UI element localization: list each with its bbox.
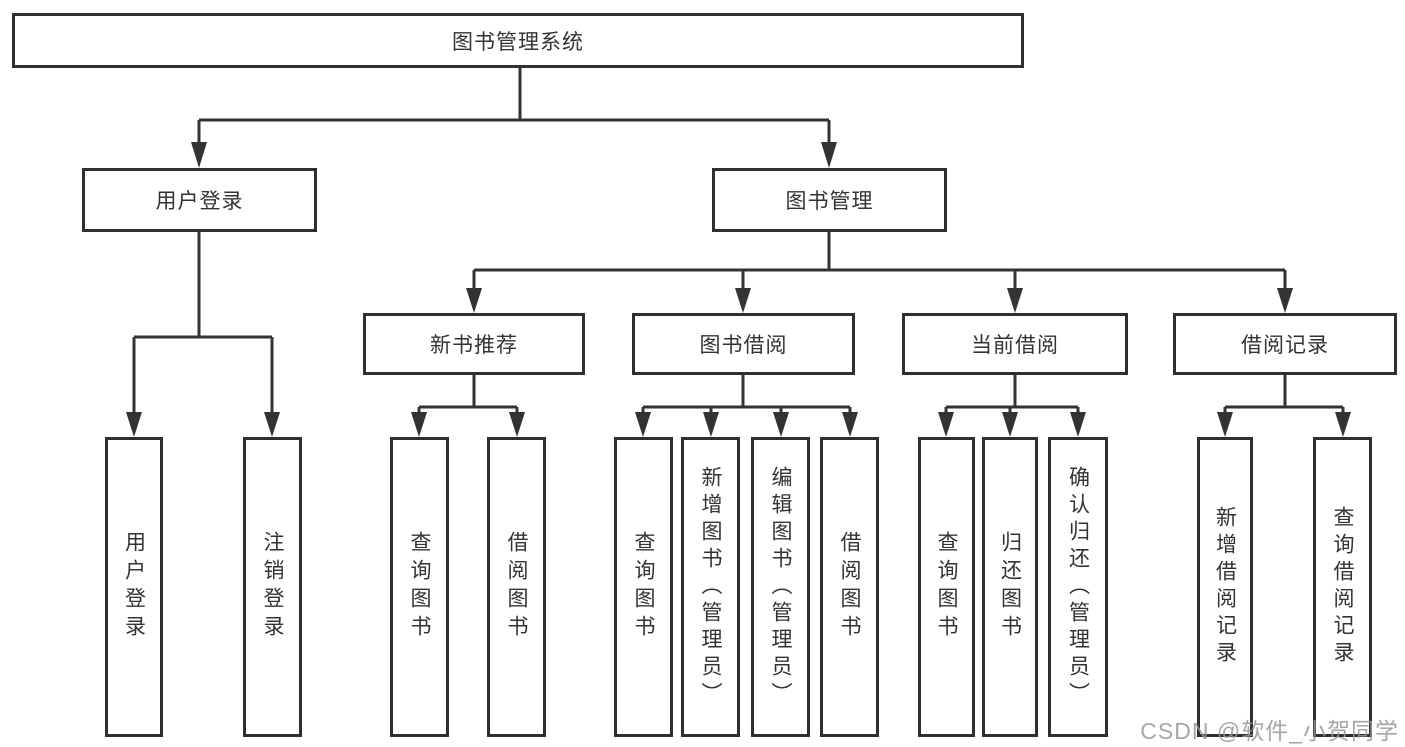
node-label: 当前借阅	[971, 334, 1059, 357]
leaf-label: 确认归还（管理员）	[1066, 465, 1090, 709]
leaf-label: 查询图书	[935, 531, 958, 643]
leaf-add-borrow-record: 新增借阅记录	[1197, 437, 1253, 737]
node-label: 图书管理系统	[452, 30, 584, 54]
leaf-label: 新增图书（管理员）	[699, 465, 722, 709]
leaf-return-books: 归还图书	[982, 437, 1038, 737]
leaf-label: 编辑图书（管理员）	[769, 465, 792, 709]
leaf-label: 借阅图书	[505, 531, 528, 643]
leaf-confirm-return-admin: 确认归还（管理员）	[1048, 437, 1108, 737]
leaf-label: 归还图书	[998, 531, 1022, 643]
leaf-borrow-books-2: 借阅图书	[820, 437, 879, 737]
node-book-management: 图书管理	[712, 168, 947, 232]
leaf-logout: 注销登录	[243, 437, 302, 737]
leaf-label: 新增借阅记录	[1213, 506, 1237, 668]
leaf-label: 查询图书	[408, 531, 431, 643]
node-library-management-system: 图书管理系统	[12, 13, 1024, 68]
node-label: 图书借阅	[699, 334, 788, 357]
node-user-login: 用户登录	[82, 168, 317, 232]
node-current-borrow: 当前借阅	[902, 313, 1128, 375]
leaf-query-books-2: 查询图书	[614, 437, 673, 737]
leaf-query-books: 查询图书	[390, 437, 449, 737]
leaf-label: 用户登录	[122, 531, 146, 643]
leaf-query-borrow-record: 查询借阅记录	[1313, 437, 1372, 737]
node-label: 图书管理	[785, 190, 874, 213]
node-book-borrow: 图书借阅	[632, 313, 855, 375]
node-borrow-records: 借阅记录	[1173, 313, 1397, 375]
csdn-watermark: CSDN @软件_小贺同学	[1140, 718, 1399, 744]
leaf-label: 查询图书	[632, 531, 655, 643]
leaf-add-books-admin: 新增图书（管理员）	[681, 437, 740, 737]
leaf-edit-books-admin: 编辑图书（管理员）	[751, 437, 810, 737]
node-label: 借阅记录	[1241, 334, 1329, 357]
leaf-user-login: 用户登录	[105, 437, 163, 737]
node-label: 新书推荐	[430, 334, 518, 357]
leaf-label: 查询借阅记录	[1331, 506, 1354, 668]
node-new-book-recommend: 新书推荐	[363, 313, 585, 375]
leaf-query-books-3: 查询图书	[918, 437, 975, 737]
node-label: 用户登录	[155, 190, 244, 213]
leaf-label: 注销登录	[261, 531, 284, 643]
leaf-label: 借阅图书	[838, 531, 861, 643]
leaf-borrow-books: 借阅图书	[487, 437, 546, 737]
